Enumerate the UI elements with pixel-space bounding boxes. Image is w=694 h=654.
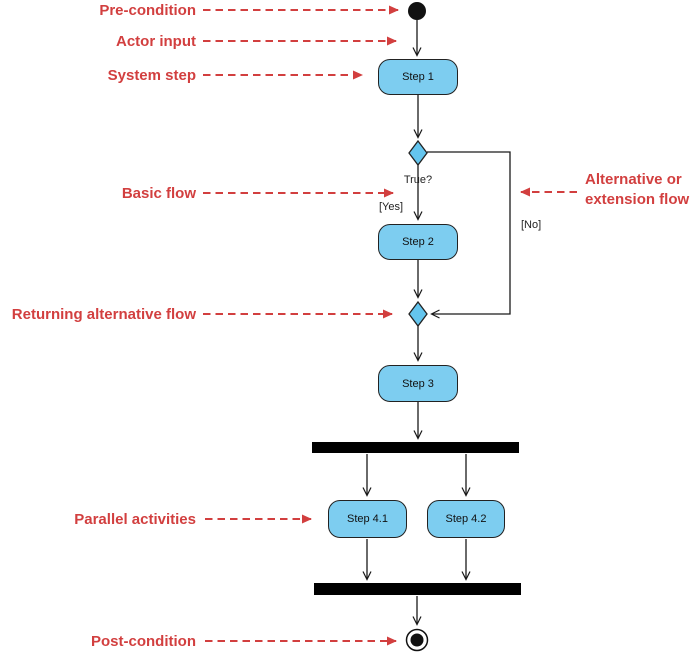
post-condition-label: Post-condition bbox=[91, 633, 196, 650]
activity-step-3-label: Step 3 bbox=[402, 377, 434, 390]
decision-diamond bbox=[408, 139, 428, 167]
actor-input-label: Actor input bbox=[116, 33, 196, 50]
initial-node bbox=[408, 2, 426, 20]
activity-step-4-1: Step 4.1 bbox=[328, 500, 407, 538]
activity-step-2-label: Step 2 bbox=[402, 236, 434, 248]
pre-condition-label: Pre-condition bbox=[99, 2, 196, 19]
alternative-flow-label: Alternative or extension flow bbox=[585, 170, 689, 210]
basic-flow-label: Basic flow bbox=[121, 185, 196, 202]
alternative-flow-label-line2: extension flow bbox=[585, 191, 690, 208]
merge-diamond bbox=[408, 300, 428, 328]
activity-step-2: Step 2 bbox=[378, 224, 458, 260]
parallel-activities-label: Parallel activities bbox=[74, 511, 196, 528]
alternative-flow-label-line1: Alternative or bbox=[585, 171, 682, 188]
activity-step-4-2-label: Step 4.2 bbox=[445, 513, 487, 525]
activity-step-3: Step 3 bbox=[378, 365, 458, 402]
decision-question-label: True? bbox=[403, 174, 433, 186]
guard-no-label: [No] bbox=[521, 219, 542, 231]
fork-bar bbox=[312, 442, 519, 453]
edge-no-bypass bbox=[427, 151, 511, 319]
final-node-core bbox=[410, 633, 424, 647]
returning-alternative-flow-label: Returning alternative flow bbox=[11, 306, 196, 323]
activity-step-1-label: Step 1 bbox=[402, 71, 434, 83]
activity-step-4-1-label: Step 4.1 bbox=[347, 513, 388, 525]
activity-step-1: Step 1 bbox=[378, 59, 458, 95]
guard-yes-label: [Yes] bbox=[378, 201, 403, 213]
activity-step-4-2: Step 4.2 bbox=[427, 500, 505, 538]
join-bar bbox=[314, 583, 521, 595]
system-step-label: System step bbox=[107, 67, 196, 84]
